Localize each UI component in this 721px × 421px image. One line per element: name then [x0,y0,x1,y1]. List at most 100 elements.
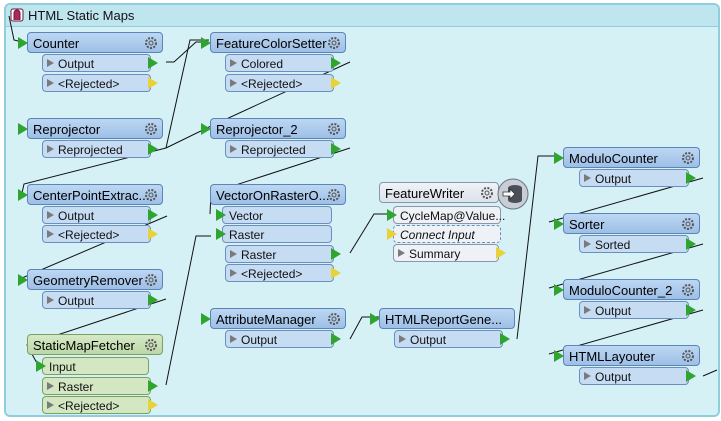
input-port-icon[interactable] [18,123,28,135]
feature-color-setter-node[interactable]: FeatureColorSetter [201,32,346,53]
port-rejected[interactable]: <Rejected> [42,225,158,243]
port-output[interactable]: Output [225,330,341,348]
geometry-remover-node[interactable]: GeometryRemover [18,269,163,290]
port-colored[interactable]: Colored [225,54,341,72]
port-label: Colored [241,57,284,71]
input-port-icon[interactable] [36,360,46,372]
port-label: Output [58,57,95,71]
gear-icon[interactable] [143,35,159,51]
port-output[interactable]: Output [579,301,696,319]
gear-icon[interactable] [326,35,342,51]
gear-icon[interactable] [680,348,696,364]
port-output[interactable]: Output [42,291,158,309]
port-label: <Rejected> [58,77,120,91]
input-port-icon[interactable] [387,209,397,221]
port-raster-output[interactable]: Raster [225,245,341,263]
input-port-icon[interactable] [216,228,226,240]
input-port-icon[interactable] [201,37,211,49]
gear-icon[interactable] [326,121,342,137]
input-port-icon[interactable] [18,274,28,286]
gear-icon[interactable] [680,150,696,166]
input-port-icon[interactable] [201,313,211,325]
port-output[interactable]: Output [579,367,696,385]
gear-icon[interactable] [479,185,495,201]
output-connector-icon[interactable] [148,209,158,221]
port-output[interactable]: Output [579,169,696,187]
gear-icon[interactable] [143,121,159,137]
output-connector-icon[interactable] [148,57,158,69]
gear-icon[interactable] [680,216,696,232]
output-connector-icon[interactable] [148,143,158,155]
rejected-connector-icon[interactable] [331,267,341,279]
rejected-connector-icon[interactable] [148,228,158,240]
input-port-icon[interactable] [216,209,226,221]
attribute-manager-node[interactable]: AttributeManager [201,308,346,329]
gear-icon[interactable] [680,282,696,298]
port-reprojected[interactable]: Reprojected [42,140,158,158]
port-rejected[interactable]: <Rejected> [225,264,341,282]
input-port-icon[interactable] [554,218,564,230]
output-connector-icon[interactable] [686,172,696,184]
gear-icon[interactable] [143,272,159,288]
port-raster[interactable]: Raster [42,377,158,395]
reprojector-node[interactable]: Reprojector [18,118,163,139]
html-report-generator-node[interactable]: HTMLReportGene... [370,308,515,329]
output-connector-icon[interactable] [686,304,696,316]
input-port-icon[interactable] [370,313,380,325]
bookmark-title: HTML Static Maps [28,8,135,23]
input-port-icon[interactable] [201,123,211,135]
input-port-icon[interactable] [554,152,564,164]
vector-on-raster-overlayer-node[interactable]: VectorOnRasterO... [210,184,346,205]
modulo-counter-node[interactable]: ModuloCounter [554,147,700,168]
reprojector-2-node[interactable]: Reprojector_2 [201,118,346,139]
sorter-node[interactable]: Sorter [554,213,700,234]
input-port-icon[interactable] [554,284,564,296]
expand-triangle-icon [47,296,54,304]
gear-icon[interactable] [326,187,342,203]
centerpoint-extractor-node[interactable]: CenterPointExtrac... [18,184,163,205]
port-raster-input[interactable]: Raster [216,225,332,243]
bookmark-header[interactable]: HTML Static Maps [6,5,718,27]
output-connector-icon[interactable] [148,294,158,306]
rejected-connector-icon[interactable] [331,77,341,89]
port-label: Output [410,333,447,347]
gear-icon[interactable] [326,311,342,327]
port-label: Output [58,294,95,308]
port-rejected[interactable]: <Rejected> [42,396,158,414]
port-sorted[interactable]: Sorted [579,235,696,253]
output-connector-icon[interactable] [331,248,341,260]
input-port-icon[interactable] [387,228,397,240]
html-layouter-node[interactable]: HTMLLayouter [554,345,700,366]
input-port-icon[interactable] [554,350,564,362]
static-map-fetcher-node[interactable]: StaticMapFetcher [27,334,163,355]
counter-node[interactable]: Counter [18,32,163,53]
output-connector-icon[interactable] [686,370,696,382]
expand-triangle-icon [230,145,237,153]
port-vector-input[interactable]: Vector [216,206,332,224]
output-connector-icon[interactable] [500,333,510,345]
output-connector-icon[interactable] [686,238,696,250]
port-connect-input[interactable]: Connect Input [387,225,501,243]
port-cyclemap-input[interactable]: CycleMap@Value... [387,206,505,224]
rejected-connector-icon[interactable] [148,399,158,411]
port-rejected[interactable]: <Rejected> [225,74,341,92]
rejected-connector-icon[interactable] [148,77,158,89]
port-input[interactable]: Input [36,357,149,375]
modulo-counter-2-node[interactable]: ModuloCounter_2 [554,279,700,300]
output-connector-icon[interactable] [331,57,341,69]
output-connector-icon[interactable] [148,380,158,392]
input-port-icon[interactable] [18,189,28,201]
port-reprojected[interactable]: Reprojected [225,140,341,158]
port-output[interactable]: Output [42,54,158,72]
port-summary[interactable]: Summary [393,244,506,262]
input-port-icon[interactable] [18,37,28,49]
gear-icon[interactable] [143,337,159,353]
summary-connector-icon[interactable] [496,247,506,259]
output-connector-icon[interactable] [331,143,341,155]
output-connector-icon[interactable] [331,333,341,345]
gear-icon[interactable] [143,187,159,203]
port-rejected[interactable]: <Rejected> [42,74,158,92]
port-output[interactable]: Output [394,330,510,348]
port-output[interactable]: Output [42,206,158,224]
feature-writer-node[interactable]: FeatureWriter [379,182,499,203]
